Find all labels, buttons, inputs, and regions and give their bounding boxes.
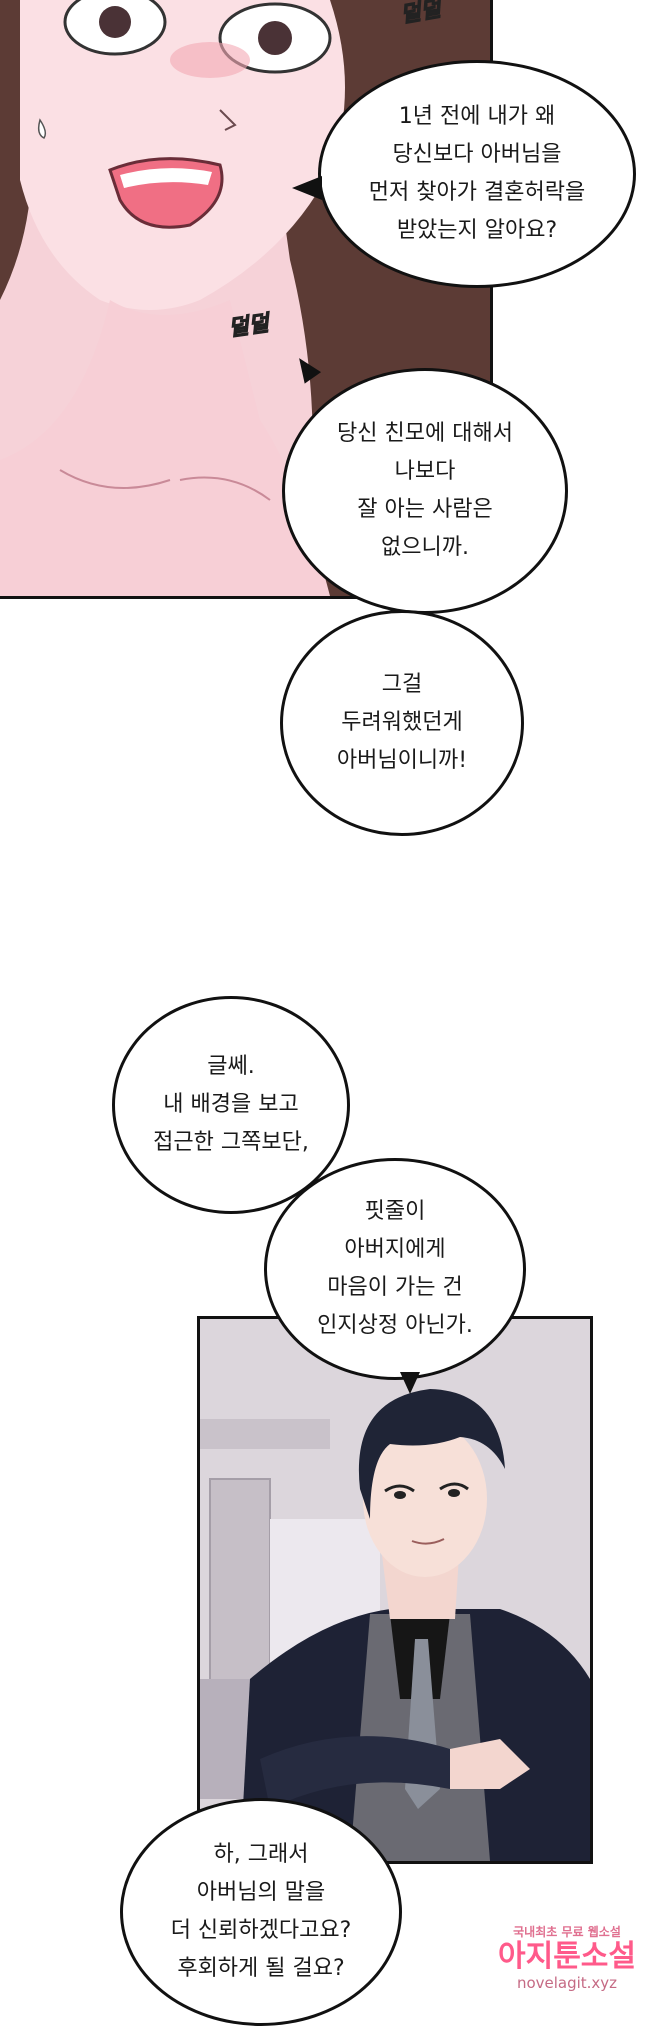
woman-illustration xyxy=(0,0,490,596)
speech-bubble-5: 핏줄이 아버지에게 마음이 가는 건 인지상정 아닌가. xyxy=(264,1158,526,1380)
man-illustration xyxy=(200,1319,590,1861)
speech-bubble-6: 하, 그래서 아버님의 말을 더 신뢰하겠다고요? 후회하게 될 걸요? xyxy=(120,1798,402,2026)
speech-bubble-2: 당신 친모에 대해서 나보다 잘 아는 사람은 없으니까. xyxy=(282,368,568,614)
speech-text-3: 그걸 두려워했던게 아버님이니까! xyxy=(336,672,468,773)
speech-bubble-1: 1년 전에 내가 왜 당신보다 아버님을 먼저 찾아가 결혼허락을 받았는지 알… xyxy=(318,60,636,288)
speech-text-5: 핏줄이 아버지에게 마음이 가는 건 인지상정 아닌가. xyxy=(317,1199,473,1338)
speech-tail-5 xyxy=(400,1372,420,1394)
watermark-tagline: 국내최초 무료 웹소설 xyxy=(513,1925,621,1939)
speech-text-6: 하, 그래서 아버님의 말을 더 신뢰하겠다고요? 후회하게 될 걸요? xyxy=(170,1842,352,1981)
speech-text-4: 글쎄. 내 배경을 보고 접근한 그쪽보단, xyxy=(153,1054,309,1155)
speech-bubble-4: 글쎄. 내 배경을 보고 접근한 그쪽보단, xyxy=(112,996,350,1214)
watermark: 국내최초 무료 웹소설 아지툰소설 novelagit.xyz xyxy=(498,1923,636,1992)
panel-man-suit xyxy=(197,1316,593,1864)
speech-text-1: 1년 전에 내가 왜 당신보다 아버님을 먼저 찾아가 결혼허락을 받았는지 알… xyxy=(368,104,586,243)
speech-text-2: 당신 친모에 대해서 나보다 잘 아는 사람은 없으니까. xyxy=(337,421,513,560)
speech-bubble-3: 그걸 두려워했던게 아버님이니까! xyxy=(280,610,524,836)
watermark-site-name: 아지툰소설 xyxy=(498,1939,636,1974)
speech-tail-1 xyxy=(292,176,322,200)
sfx-trembling-neck: 덜덜 xyxy=(226,311,271,342)
watermark-url: novelagit.xyz xyxy=(516,1974,618,1992)
